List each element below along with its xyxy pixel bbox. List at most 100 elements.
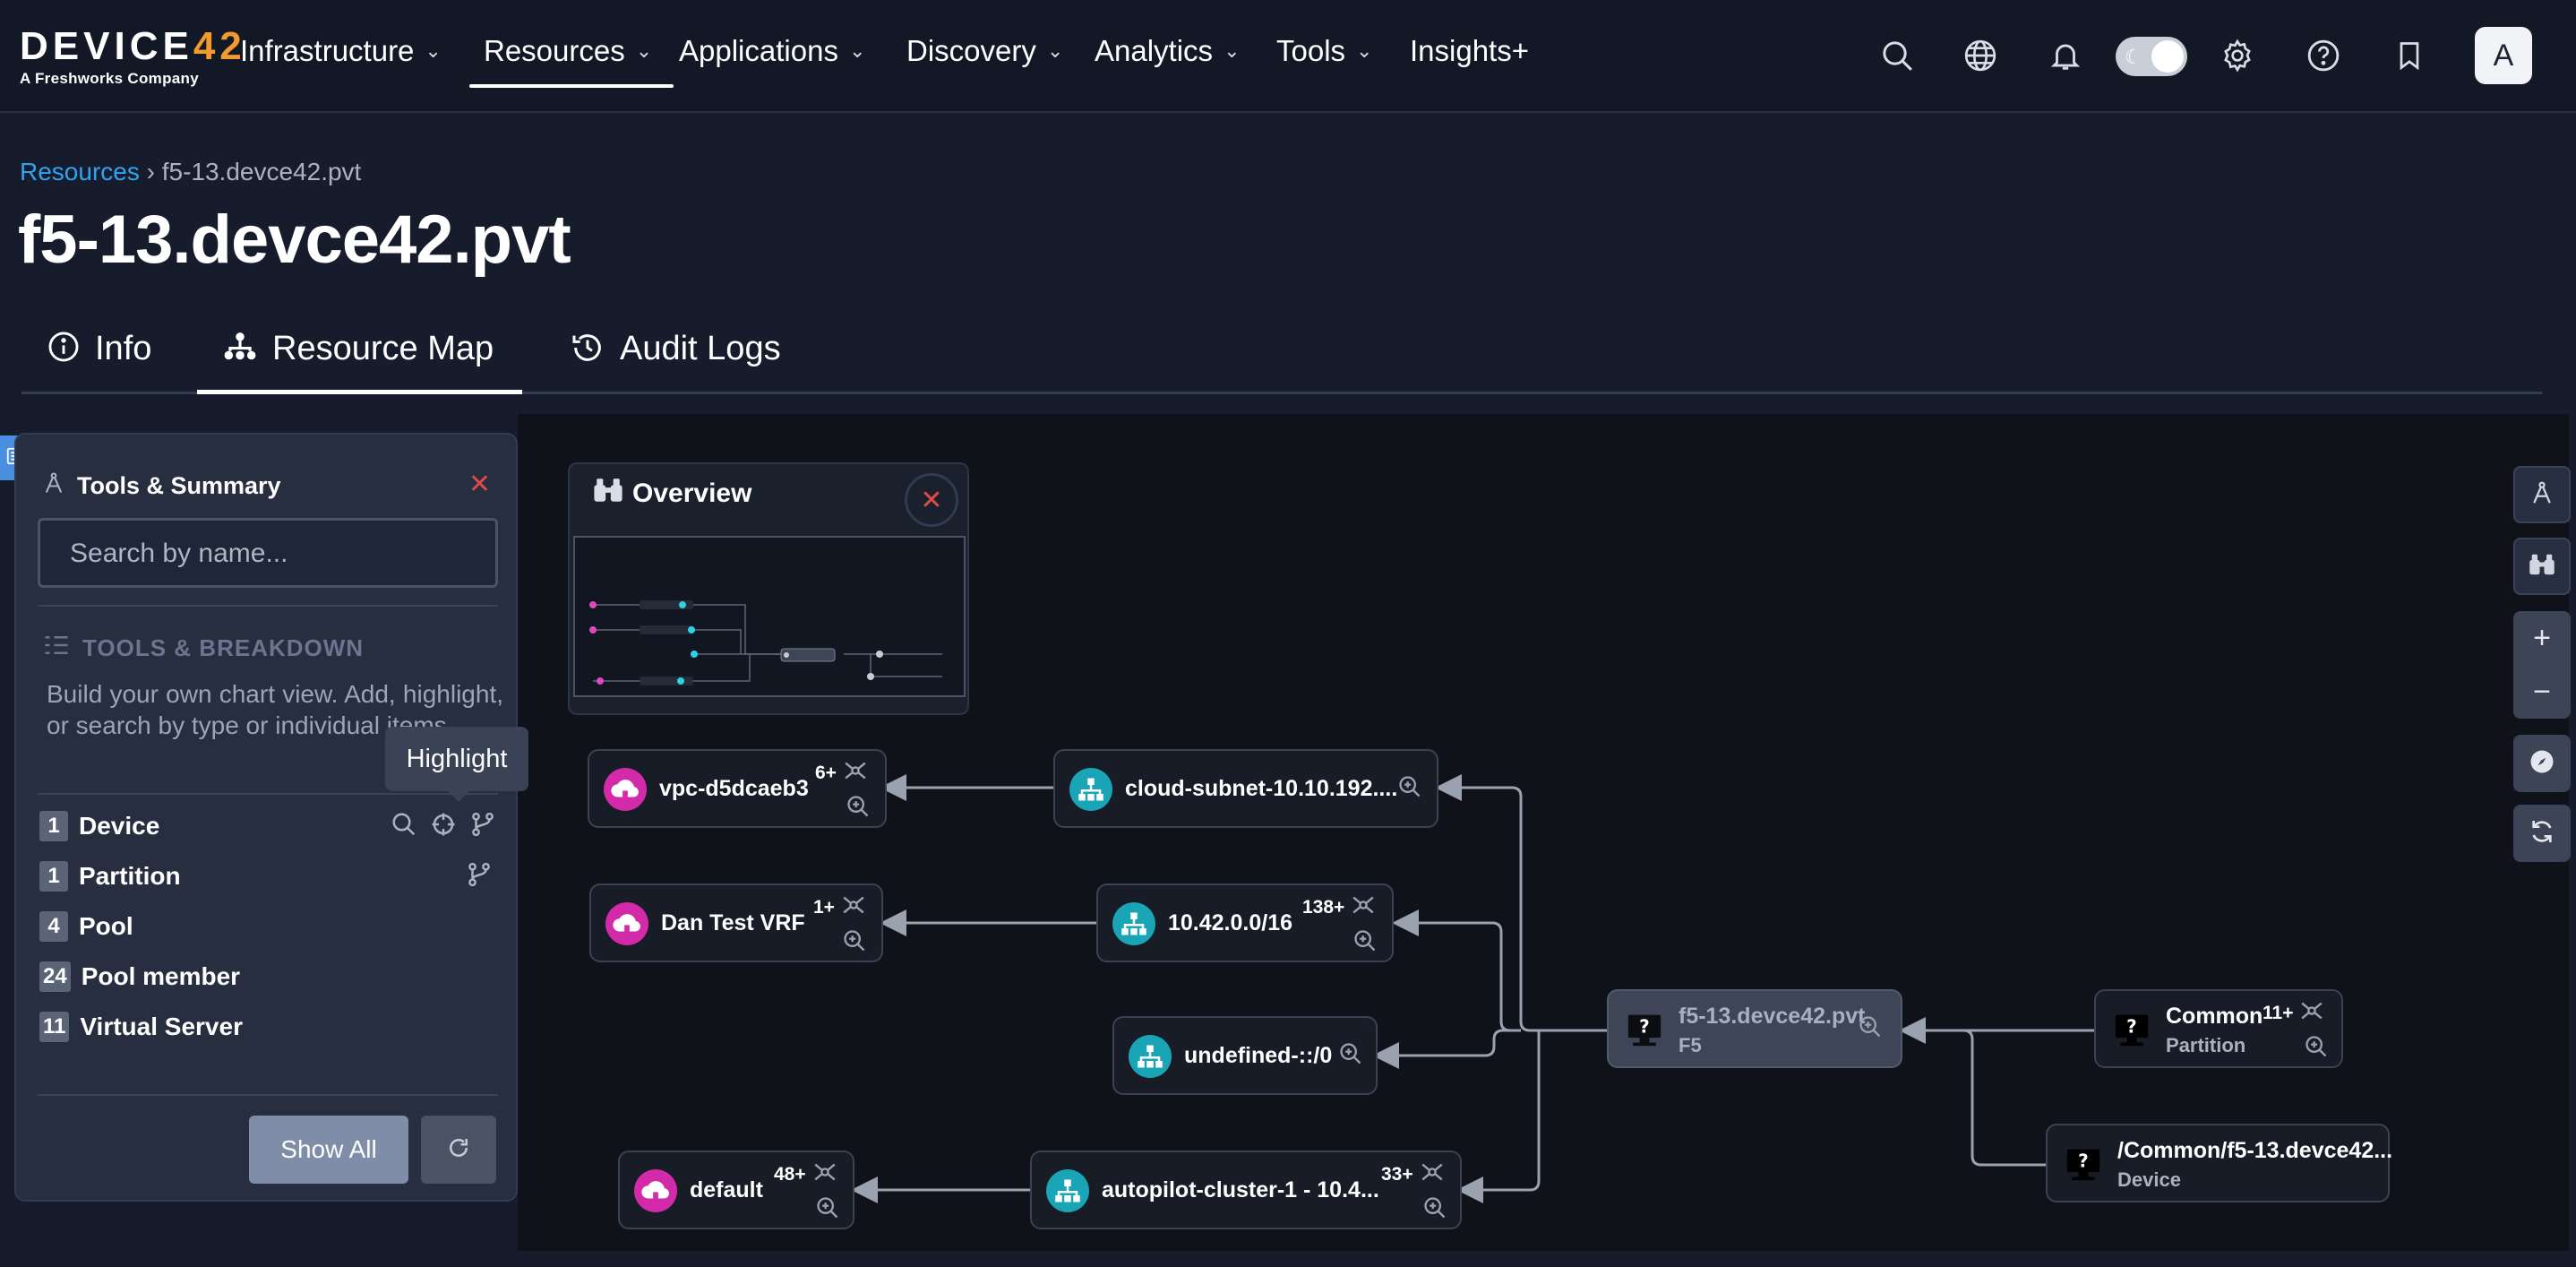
search-icon[interactable]: [1874, 32, 1920, 79]
unknown-device-icon: ?: [2062, 1142, 2105, 1185]
section-title: TOOLS & BREAKDOWN: [43, 634, 364, 663]
expand-icon: [1419, 1161, 1446, 1188]
overview-minimap[interactable]: [573, 536, 966, 697]
nav-resources[interactable]: Resources⌄: [468, 34, 674, 88]
close-icon: ✕: [920, 485, 943, 515]
binoculars-icon: [593, 477, 623, 511]
nav-applications[interactable]: Applications⌄: [679, 34, 866, 67]
node-count[interactable]: 6+: [815, 760, 869, 787]
type-row-device[interactable]: 1 Device: [39, 808, 159, 844]
branch-icon[interactable]: [466, 861, 493, 892]
node-label: default: [690, 1177, 763, 1202]
type-label: Pool member: [81, 962, 241, 990]
map-recenter-button[interactable]: [2513, 735, 2571, 792]
map-node-dan-test-vrf[interactable]: Dan Test VRF 1+: [589, 883, 883, 962]
breadcrumb-link-resources[interactable]: Resources: [20, 158, 140, 185]
map-node-vpc[interactable]: vpc-d5dcaeb3 6+: [588, 749, 887, 828]
zoom-icon[interactable]: [2304, 1034, 2329, 1064]
expand-icon: [842, 760, 869, 787]
map-node-common-partition[interactable]: ? Common Partition 11+: [2094, 989, 2343, 1068]
overview-close-button[interactable]: ✕: [905, 473, 958, 527]
hierarchy-icon: [222, 330, 258, 373]
map-node-cloud-subnet[interactable]: cloud-subnet-10.10.192....: [1053, 749, 1438, 828]
map-node-autopilot[interactable]: autopilot-cluster-1 - 10.4... 33+: [1030, 1151, 1462, 1229]
zoom-icon[interactable]: [815, 1195, 840, 1225]
tab-resource-map[interactable]: Resource Map: [197, 330, 523, 394]
zoom-icon[interactable]: [1422, 1195, 1447, 1225]
map-refresh-button[interactable]: [2513, 805, 2571, 862]
node-label: f5-13.devce42.pvt: [1679, 1004, 1866, 1029]
breadcrumb: Resources › f5-13.devce42.pvt: [20, 158, 361, 186]
nav-discovery[interactable]: Discovery⌄: [906, 34, 1064, 67]
breadcrumb-current: f5-13.devce42.pvt: [161, 158, 362, 185]
nav-tools[interactable]: Tools⌄: [1276, 34, 1373, 67]
info-icon: [47, 330, 81, 373]
type-count: 11: [39, 1012, 70, 1042]
refresh-icon: [445, 1134, 472, 1166]
map-node-undefined[interactable]: undefined-::/0: [1112, 1016, 1378, 1095]
chevron-down-icon: ⌄: [1046, 39, 1064, 62]
edge-device-cloudsubnet: [1435, 774, 1609, 1032]
zoom-out-button[interactable]: −: [2533, 674, 2551, 709]
map-edges: [851, 774, 2094, 1203]
tab-bar: Info Resource Map Audit Logs: [21, 314, 2542, 394]
subnet-icon: [1069, 768, 1112, 811]
reset-button[interactable]: [421, 1116, 496, 1184]
nav-insights[interactable]: Insights+: [1410, 34, 1529, 67]
tab-info[interactable]: Info: [47, 330, 151, 394]
node-label: Common: [2166, 1004, 2263, 1029]
crosshair-icon[interactable]: [430, 811, 457, 842]
type-row-virtual-server[interactable]: 11 Virtual Server: [39, 1009, 243, 1045]
edge-device-1042: [1392, 909, 1521, 1032]
map-overview-button[interactable]: [2513, 538, 2571, 595]
type-label: Device: [79, 812, 160, 840]
branch-icon[interactable]: [469, 811, 496, 842]
divider: [38, 605, 498, 607]
node-label: vpc-d5dcaeb3: [659, 776, 809, 801]
map-node-subnet-1042[interactable]: 10.42.0.0/16 138+: [1096, 883, 1394, 962]
map-tools-button[interactable]: [2513, 466, 2571, 523]
zoom-icon[interactable]: [1858, 1014, 1883, 1044]
avatar[interactable]: A: [2475, 27, 2532, 84]
node-count[interactable]: 48+: [774, 1161, 838, 1188]
search-icon[interactable]: [391, 811, 417, 842]
close-icon: ✕: [468, 470, 491, 499]
zoom-icon[interactable]: [842, 928, 867, 958]
help-icon[interactable]: [2300, 32, 2347, 79]
type-row-pool-member[interactable]: 24 Pool member: [39, 959, 240, 995]
zoom-icon[interactable]: [1338, 1041, 1363, 1071]
show-all-button[interactable]: Show All: [249, 1116, 408, 1184]
search-input[interactable]: Search by name...: [38, 518, 498, 588]
zoom-icon[interactable]: [1397, 774, 1422, 804]
map-node-common-device[interactable]: ? /Common/f5-13.devce42... Device: [2046, 1124, 2392, 1202]
theme-toggle[interactable]: ☾: [2116, 37, 2187, 76]
type-row-pool[interactable]: 4 Pool: [39, 909, 133, 944]
edge-device-autopilot: [1456, 1030, 1541, 1203]
map-node-default[interactable]: default 48+: [618, 1151, 854, 1229]
device42-logo[interactable]: DEVICE42 A Freshworks Company: [20, 27, 246, 88]
bell-icon[interactable]: [2042, 32, 2089, 79]
gear-icon[interactable]: [2214, 32, 2261, 79]
zoom-in-button[interactable]: +: [2533, 620, 2551, 655]
zoom-icon[interactable]: [1352, 928, 1378, 958]
map-node-device-center[interactable]: ? f5-13.devce42.pvt F5: [1607, 989, 1902, 1068]
node-count[interactable]: 33+: [1381, 1161, 1446, 1188]
nav-analytics[interactable]: Analytics⌄: [1095, 34, 1241, 67]
bookmark-icon[interactable]: [2386, 32, 2433, 79]
node-sublabel: Device: [2117, 1168, 2181, 1191]
type-row-partition[interactable]: 1 Partition: [39, 858, 181, 894]
globe-icon[interactable]: [1957, 32, 2004, 79]
toggle-knob: [2151, 40, 2184, 73]
nav-infrastructure[interactable]: Infrastructure⌄: [240, 34, 442, 67]
node-count[interactable]: 138+: [1302, 894, 1377, 921]
panel-close-button[interactable]: ✕: [468, 469, 491, 500]
node-count[interactable]: 1+: [813, 894, 867, 921]
tab-audit-logs[interactable]: Audit Logs: [570, 330, 781, 394]
expand-icon: [840, 894, 867, 921]
overview-panel: Overview ✕: [568, 462, 969, 715]
expand-icon: [2298, 1000, 2325, 1027]
subnet-icon: [1129, 1035, 1172, 1078]
node-count[interactable]: 11+: [2263, 1000, 2325, 1027]
svg-text:?: ?: [2078, 1151, 2089, 1172]
zoom-icon[interactable]: [846, 794, 871, 823]
